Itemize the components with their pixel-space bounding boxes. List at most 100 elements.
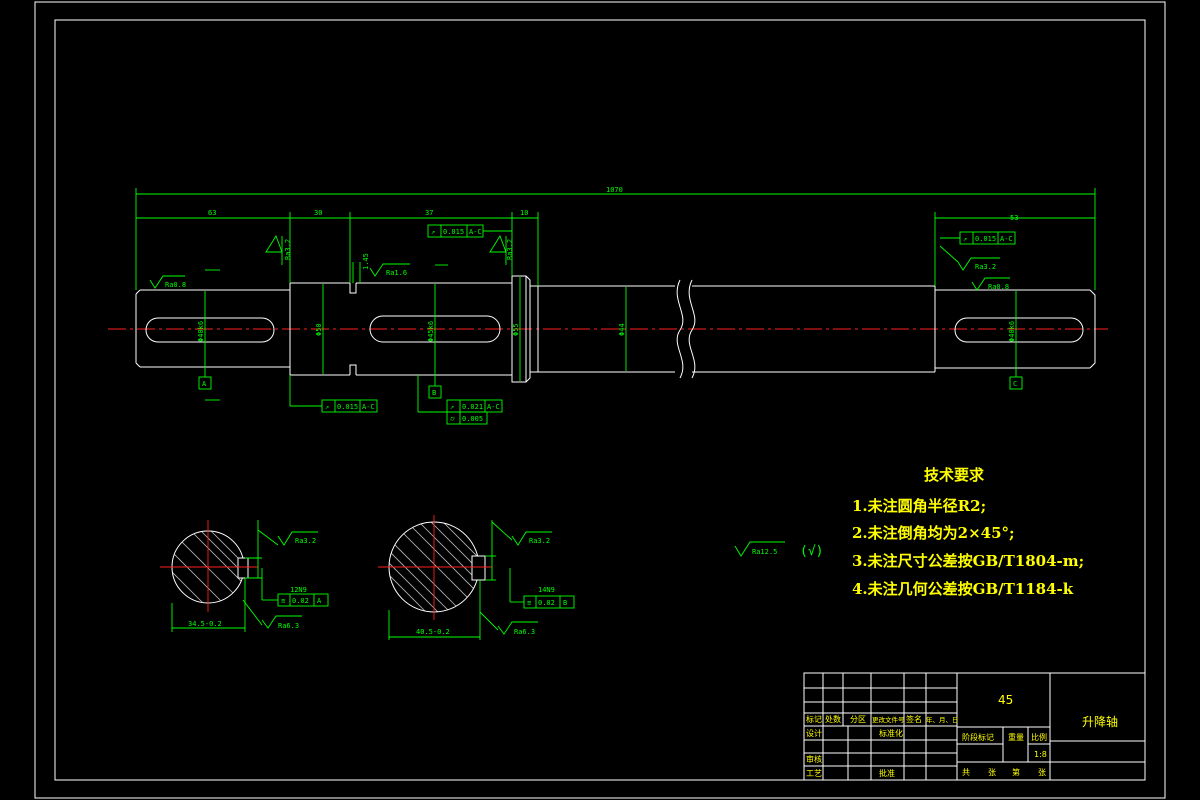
svg-text:Ra3.2: Ra3.2: [295, 537, 316, 545]
roughness-sec2-top: Ra3.2: [491, 521, 552, 546]
svg-text:B: B: [432, 389, 436, 397]
roughness-ra08-right: Ra0.8: [971, 277, 1010, 291]
roughness-sec1-top: Ra3.2: [257, 529, 318, 546]
tb-process: 工艺: [806, 769, 822, 778]
tolerance-frame-bot-left: ↗ 0.015 A-C: [289, 375, 378, 413]
svg-text:≡: ≡: [527, 599, 531, 607]
svg-text:↗: ↗: [431, 228, 435, 236]
shaft-main-view: Φ40k6 Φ50 Φ45k6 Φ55 Φ44 Φ40k6 1070 63 30…: [108, 186, 1108, 425]
roughness-sec2-bot: Ra6.3: [479, 611, 538, 636]
shaft-long-body: [538, 285, 935, 373]
dim-sec2-key: 14N9: [538, 586, 555, 594]
dim-d-right: Φ40k6: [1008, 321, 1016, 342]
tb-header-count: 处数: [825, 714, 841, 724]
tolerance-frame-top-right: ↗ 0.015 A-C: [940, 231, 1016, 245]
dim-sec1-width: 34.5-0.2: [188, 620, 222, 628]
tb-header-zone: 分区: [850, 715, 866, 724]
shaft-step-50: [289, 282, 350, 376]
roughness-ra32-v1: Ra3.2: [265, 234, 292, 265]
svg-text:0.005: 0.005: [462, 415, 483, 423]
tb-weight: 重量: [1008, 732, 1024, 742]
dim-d-mid: Φ45k6: [427, 321, 435, 342]
svg-text:A-C: A-C: [1000, 235, 1013, 243]
tb-scale-value: 1:8: [1034, 750, 1047, 759]
tb-design: 设计: [806, 728, 822, 738]
tb-scale-label: 比例: [1031, 732, 1047, 742]
tb-sheet-total-label: 共: [962, 768, 970, 777]
svg-text:(√): (√): [800, 544, 823, 559]
dim-seg-30: 30: [314, 209, 322, 217]
tb-sheet-no-unit: 张: [1038, 768, 1046, 777]
svg-text:0.015: 0.015: [443, 228, 464, 236]
tb-approve: 批准: [879, 768, 895, 778]
section-view-1: 34.5-0.2 12N9 ≡ 0.02 A Ra3.2 Ra6.3: [160, 520, 329, 632]
svg-text:A-C: A-C: [362, 403, 375, 411]
notes-item-2: 2.未注倒角均为2×45°;: [852, 524, 1015, 542]
notes-title: 技术要求: [924, 466, 985, 484]
svg-text:Ra0.8: Ra0.8: [988, 283, 1009, 291]
general-roughness: Ra12.5 (√): [734, 541, 823, 559]
dim-d-left: Φ40k6: [197, 321, 205, 342]
notes-item-1: 1.未注圆角半径R2;: [852, 497, 986, 515]
shaft-collar: [511, 275, 539, 383]
shaft-break-lines: [676, 279, 696, 379]
keyway-left: [145, 317, 275, 343]
roughness-ra32-v2: Ra3.2: [489, 234, 514, 265]
shaft-groove: [349, 283, 357, 375]
dim-groove: 1.45: [362, 253, 370, 270]
svg-text:Ra3.2: Ra3.2: [529, 537, 550, 545]
tb-stage-mark: 阶段标记: [962, 732, 994, 742]
notes-item-3: 3.未注尺寸公差按GB/T1804-m;: [852, 552, 1084, 570]
tb-header-mark: 标记: [806, 714, 822, 724]
dimension-lines-top: [135, 188, 1096, 290]
svg-text:Ra6.3: Ra6.3: [514, 628, 535, 636]
tolerance-frame-sec2: ≡ 0.02 B: [523, 595, 575, 609]
svg-text:0.02: 0.02: [292, 597, 309, 605]
section2-keyway: [471, 555, 486, 581]
svg-text:A-C: A-C: [469, 228, 482, 236]
svg-text:0.021: 0.021: [462, 403, 483, 411]
svg-text:Ra0.8: Ra0.8: [165, 281, 186, 289]
tb-drawing-name: 升降轴: [1082, 714, 1118, 729]
svg-text:Ra3.2: Ra3.2: [975, 263, 996, 271]
tb-standardization: 标准化: [879, 728, 903, 738]
svg-text:≡: ≡: [281, 597, 285, 605]
svg-text:Ra1.6: Ra1.6: [386, 269, 407, 277]
dim-seg-10: 10: [520, 209, 528, 217]
datum-c: C: [1009, 367, 1023, 390]
section1-keyway: [237, 557, 249, 579]
svg-text:Ra3.2: Ra3.2: [506, 239, 514, 260]
tb-material: 45: [998, 693, 1013, 707]
svg-text:Ra6.3: Ra6.3: [278, 622, 299, 630]
dim-right-seg: 53: [1010, 214, 1018, 222]
tb-sheet-total-unit: 张: [988, 768, 996, 777]
roughness-ra32-right: Ra3.2: [939, 245, 1000, 271]
svg-text:Ra12.5: Ra12.5: [752, 548, 777, 556]
tolerance-frame-top-mid: ↗ 0.015 A-C: [427, 224, 512, 238]
dim-sec1-key: 12N9: [290, 586, 307, 594]
roughness-ra08-left: Ra0.8: [149, 275, 186, 289]
tb-review: 审核: [806, 754, 822, 764]
dim-d-55: Φ55: [512, 323, 520, 336]
technical-requirements: 技术要求 1.未注圆角半径R2; 2.未注倒角均为2×45°; 3.未注尺寸公差…: [852, 466, 1084, 598]
svg-text:↗: ↗: [450, 403, 454, 411]
tolerance-frame-bot-mid: ↗ 0.021 A-C ⌭ 0.005: [417, 375, 503, 425]
tb-header-date: 年、月、日: [926, 715, 959, 724]
section-view-2: 40.5-0.2 14N9 ≡ 0.02 B Ra3.2 Ra6.3: [378, 515, 575, 640]
svg-text:⌭: ⌭: [450, 415, 455, 423]
svg-text:A: A: [317, 597, 322, 605]
tb-header-sign: 签名: [906, 714, 922, 724]
svg-text:A-C: A-C: [487, 403, 500, 411]
keyway-right: [954, 317, 1084, 343]
roughness-ra16: Ra1.6: [369, 263, 410, 277]
dim-d-44: Φ44: [618, 323, 626, 336]
dim-sec2-width: 40.5-0.2: [416, 628, 450, 636]
title-block: 标记 处数 分区 更改文件号 签名 年、月、日 设计 标准化 审核 工艺 批准 …: [803, 672, 1146, 781]
svg-text:↗: ↗: [963, 235, 967, 243]
tb-sheet-no-label: 第: [1012, 767, 1020, 777]
svg-text:↗: ↗: [325, 403, 329, 411]
svg-text:A: A: [202, 380, 207, 388]
tolerance-frame-sec1: ≡ 0.02 A: [277, 593, 329, 607]
roughness-sec1-bot: Ra6.3: [242, 599, 302, 630]
dim-d-50: Φ50: [315, 323, 323, 336]
